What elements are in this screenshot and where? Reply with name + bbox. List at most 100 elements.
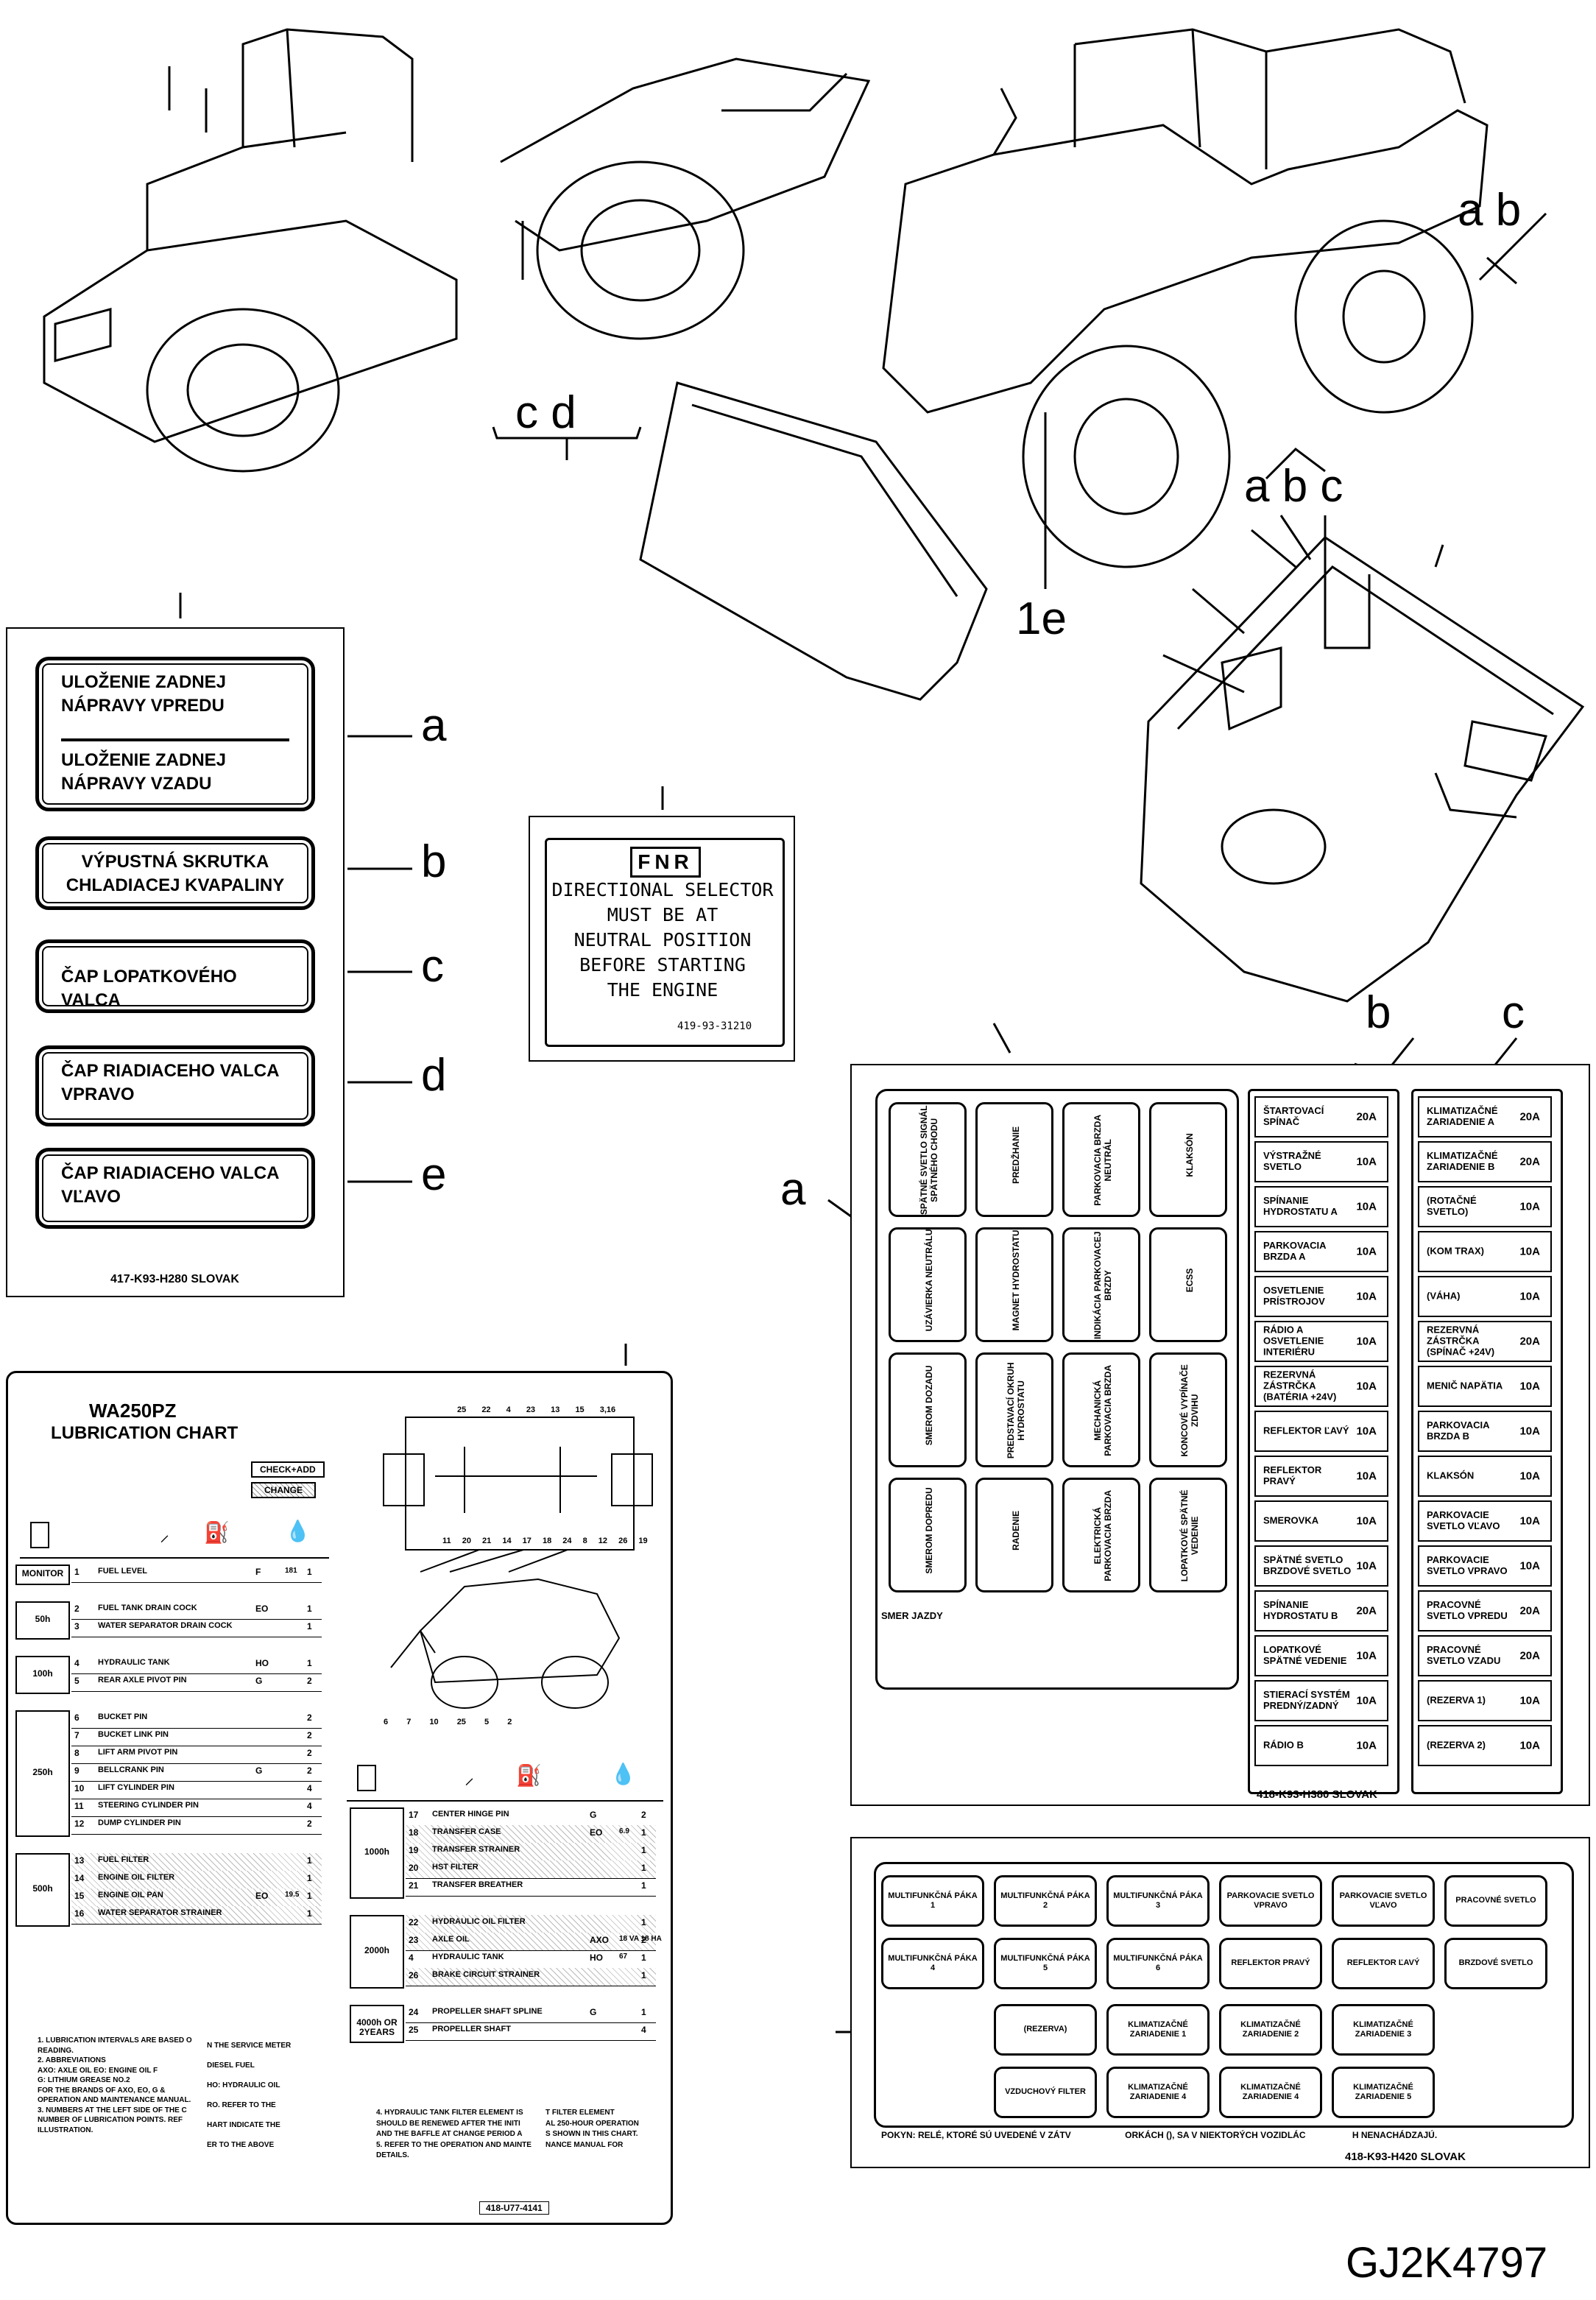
diag-bot-5: 2: [507, 1718, 512, 1726]
lube-interval-box: 4000h OR 2YEARS: [350, 2005, 404, 2043]
fuse-name: KLIMATIZAČNÉ ZARIADENIE A: [1427, 1105, 1498, 1127]
label-d: ČAP RIADIACEHO VALCA VPRAVO: [35, 1045, 315, 1126]
label-a-line1: ULOŽENIE ZADNEJ NÁPRAVY VPREDU: [61, 671, 289, 741]
fuse-row: REZERVNÁ ZÁSTRČKA (SPÍNAČ +24V)20A: [1418, 1321, 1552, 1362]
note-l-6: OPERATION AND MAINTENANCE MANUAL.: [38, 2096, 191, 2104]
note-r-3: 5. REFER TO THE OPERATION AND MAINTE: [376, 2140, 532, 2149]
lube-row-lubricant: G: [590, 2007, 597, 2017]
note-r-0: 4. HYDRAULIC TANK FILTER ELEMENT IS: [376, 2109, 523, 2117]
lube-subtitle: LUBRICATION CHART: [51, 1423, 239, 1443]
fnr-plate: FNR DIRECTIONAL SELECTOR MUST BE AT NEUT…: [529, 816, 795, 1062]
lube-notes-left: 1. LUBRICATION INTERVALS ARE BASED O REA…: [38, 2036, 200, 2135]
diag-bot-3: 25: [456, 1718, 466, 1726]
fuse-name: PARKOVACIA BRZDA A: [1263, 1240, 1326, 1262]
lube-row-name: DUMP CYLINDER PIN: [98, 1819, 181, 1827]
lube-row-lubricant: EO: [590, 1827, 603, 1838]
letter-d: d: [421, 1050, 447, 1101]
diag-num-bottom: 6 7 10 25 5 2: [384, 1718, 512, 1726]
lube-interval-label: 2000h: [364, 1945, 390, 1955]
lube-interval-label: 100h: [32, 1668, 53, 1679]
fuse-name: LOPATKOVÉ SPÄTNÉ VEDENIE: [1263, 1644, 1347, 1666]
grease-gun-icon: ⸝: [465, 1766, 475, 1788]
lube-row-name: ENGINE OIL FILTER: [98, 1873, 175, 1882]
fuse-row: REZERVNÁ ZÁSTRČKA (BATÉRIA +24V)10A: [1254, 1366, 1388, 1407]
lube-row-name: FUEL LEVEL: [98, 1567, 148, 1576]
fuse-amp: 20A: [1356, 1604, 1377, 1618]
diag-mid-6: 24: [562, 1537, 572, 1545]
lube-row-num: 25: [409, 2025, 419, 2035]
lube-notes-left-2: N THE SERVICE METER DIESEL FUEL HO: HYDR…: [207, 2036, 339, 2155]
lube-notes-right-2: T FILTER ELEMENT AL 250-HOUR OPERATION S…: [545, 2108, 671, 2151]
lube-row-name: LIFT CYLINDER PIN: [98, 1783, 174, 1792]
relay-chip: PARKOVACIE SVETLO VPRAVO: [1219, 1875, 1322, 1927]
lube-row-num: 12: [74, 1819, 85, 1829]
relay-slot-label: PREDŽHANIE: [1011, 1126, 1022, 1184]
lube-row-num: 14: [74, 1873, 85, 1883]
lube-row-points: 2: [641, 1810, 646, 1820]
diag-num-top: 25 22 4 23 13 15 3,16: [457, 1405, 615, 1414]
lube-row-lubricant: EO: [255, 1604, 269, 1614]
fuse-amp: 20A: [1519, 1155, 1540, 1168]
callout-b-fuse: b: [1366, 987, 1391, 1038]
note-l-8: NUMBER OF LUBRICATION POINTS. REF: [38, 2116, 183, 2124]
relay-chip: KLIMATIZAČNÉ ZARIADENIE 1: [1106, 2004, 1210, 2056]
lube-row-name: WATER SEPARATOR DRAIN COCK: [98, 1621, 233, 1630]
lube-row-points: 1: [307, 1891, 312, 1901]
relay-chip: VZDUCHOVÝ FILTER: [994, 2067, 1097, 2118]
fuse-name: PARKOVACIA BRZDA B: [1427, 1419, 1489, 1442]
callout-ab-right: a b: [1458, 185, 1522, 236]
fuse-amp: 10A: [1519, 1425, 1540, 1438]
relay-slot-label: ELEKTRICKÁ PARKOVACIA BRZDA: [1092, 1489, 1113, 1581]
lube-interval-label: 4000h OR 2YEARS: [356, 2017, 398, 2038]
lube-row-name: STEERING CYLINDER PIN: [98, 1801, 199, 1810]
fuse-name: KLIMATIZAČNÉ ZARIADENIE B: [1427, 1150, 1498, 1172]
note-l2-5: ER TO THE ABOVE: [207, 2141, 275, 2149]
fuse-name: REZERVNÁ ZÁSTRČKA (BATÉRIA +24V): [1263, 1369, 1337, 1403]
relay-slot-label: LOPATKOVÉ SPÄTNÉ VEDENIE: [1179, 1489, 1200, 1582]
diag-top-5: 15: [575, 1405, 585, 1414]
relay-note-2: H NENACHÁDZAJÚ.: [1352, 2130, 1438, 2140]
lube-row-num: 6: [74, 1712, 80, 1723]
lube-row-name: LIFT ARM PIVOT PIN: [98, 1748, 178, 1757]
fuse-amp: 10A: [1519, 1470, 1540, 1483]
lube-row-num: 7: [74, 1730, 80, 1740]
lube-row-points: 2: [307, 1765, 312, 1776]
fuse-name: PRACOVNÉ SVETLO VZADU: [1427, 1644, 1501, 1666]
note-l2-1: DIESEL FUEL: [207, 2061, 255, 2070]
relay-chip: MULTIFUNKČNÁ PÁKA 2: [994, 1875, 1097, 1927]
lube-row-num: 1: [74, 1567, 80, 1577]
fuse-amp: 10A: [1356, 1514, 1377, 1528]
legend-check-add: CHECK+ADD: [251, 1461, 325, 1478]
note-l-7: 3. NUMBERS AT THE LEFT SIDE OF THE C: [38, 2106, 187, 2114]
hourglass-icon: [357, 1765, 376, 1791]
lube-icons-right: ⸝ ⛽ 💧: [347, 1756, 663, 1802]
diag-mid-7: 8: [582, 1537, 587, 1545]
relay-chip: MULTIFUNKČNÁ PÁKA 3: [1106, 1875, 1210, 1927]
fnr-plate-border: [545, 838, 785, 1047]
relay-slot: ELEKTRICKÁ PARKOVACIA BRZDA: [1062, 1478, 1140, 1592]
diag-bot-1: 7: [406, 1718, 412, 1726]
relay-slot-label: INDIKÁCIA PARKOVACEJ BRZDY: [1092, 1231, 1113, 1340]
note-l2-3: RO. REFER TO THE: [207, 2101, 276, 2109]
lube-row-num: 17: [409, 1810, 419, 1820]
relay-chip: REFLEKTOR ĽAVÝ: [1332, 1938, 1435, 1989]
relay-note-0: POKYN: RELÉ, KTORÉ SÚ UVEDENÉ V ZÁTV: [881, 2130, 1071, 2140]
lube-row-name: FUEL TANK DRAIN COCK: [98, 1604, 197, 1612]
relay-slot-label: RADENIE: [1011, 1510, 1022, 1551]
lube-row-name: FUEL FILTER: [98, 1855, 149, 1864]
lube-interval-label: MONITOR: [21, 1568, 64, 1578]
callout-1e: 1e: [1016, 593, 1067, 644]
lube-interval-label: 1000h: [364, 1846, 390, 1857]
fuse-name: VÝSTRAŽNÉ SVETLO: [1263, 1150, 1321, 1172]
